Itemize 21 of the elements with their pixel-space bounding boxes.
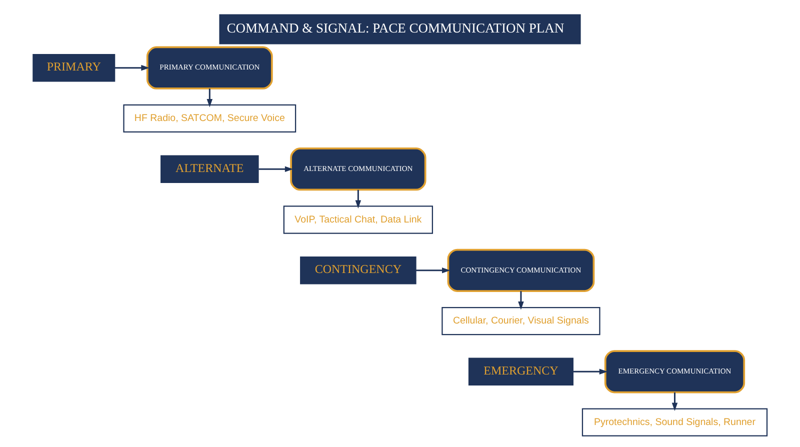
arrow (258, 166, 294, 172)
node-box: VoIP, Tactical Chat, Data Link (283, 206, 433, 234)
arrow (416, 267, 450, 274)
node-box: EMERGENCY (468, 358, 574, 386)
diagram-title: COMMAND & SIGNAL: PACE COMMUNICATION PLAN (226, 20, 564, 36)
arrow (355, 190, 362, 208)
arrow (672, 392, 678, 412)
arrow (114, 64, 150, 71)
node-box: EMERGENCY COMMUNICATION (604, 350, 746, 394)
node-box: CONTINGENCY COMMUNICATION (447, 248, 595, 292)
arrow (518, 291, 524, 310)
node-box: Cellular, Courier, Visual Signals (442, 306, 600, 336)
node-box: HF Radio, SATCOM, Secure Voice (123, 104, 296, 133)
node-box: CONTINGENCY (300, 256, 416, 284)
node-box: Pyrotechnics, Sound Signals, Runner (582, 408, 768, 436)
arrow (206, 88, 213, 108)
arrow (573, 368, 608, 375)
node-box: PRIMARY (32, 54, 116, 82)
node-box: ALTERNATE COMMUNICATION (290, 148, 426, 191)
node-box: ALTERNATE (160, 155, 259, 183)
node-box: PRIMARY COMMUNICATION (146, 46, 273, 90)
